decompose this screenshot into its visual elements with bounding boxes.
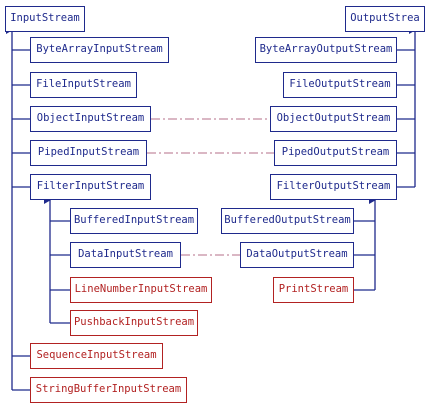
sequence-input-stream-box: SequenceInputStream bbox=[30, 343, 163, 369]
data-input-stream-box: DataInputStream bbox=[70, 242, 181, 268]
object-input-stream-box: ObjectInputStream bbox=[30, 106, 151, 132]
buffered-input-stream-box: BufferedInputStream bbox=[70, 208, 198, 234]
filter-input-stream-box: FilterInputStream bbox=[30, 174, 151, 200]
pushback-input-stream-box: PushbackInputStream bbox=[70, 310, 198, 336]
filter-output-stream-box: FilterOutputStream bbox=[270, 174, 397, 200]
output-stream-box: OutputStrea bbox=[345, 6, 425, 32]
string-buffer-input-stream-box: StringBufferInputStream bbox=[30, 377, 187, 403]
input-stream-box: InputStream bbox=[5, 6, 85, 32]
buffered-output-stream-box: BufferedOutputStream bbox=[221, 208, 354, 234]
file-input-stream-box: FileInputStream bbox=[30, 72, 137, 98]
byte-array-output-stream-box: ByteArrayOutputStream bbox=[255, 37, 397, 63]
print-stream-box: PrintStream bbox=[273, 277, 354, 303]
file-output-stream-box: FileOutputStream bbox=[283, 72, 397, 98]
data-output-stream-box: DataOutputStream bbox=[240, 242, 354, 268]
line-number-input-stream-box: LineNumberInputStream bbox=[70, 277, 212, 303]
piped-output-stream-box: PipedOutputStream bbox=[274, 140, 397, 166]
piped-input-stream-box: PipedInputStream bbox=[30, 140, 147, 166]
object-output-stream-box: ObjectOutputStream bbox=[270, 106, 397, 132]
byte-array-input-stream-box: ByteArrayInputStream bbox=[30, 37, 169, 63]
